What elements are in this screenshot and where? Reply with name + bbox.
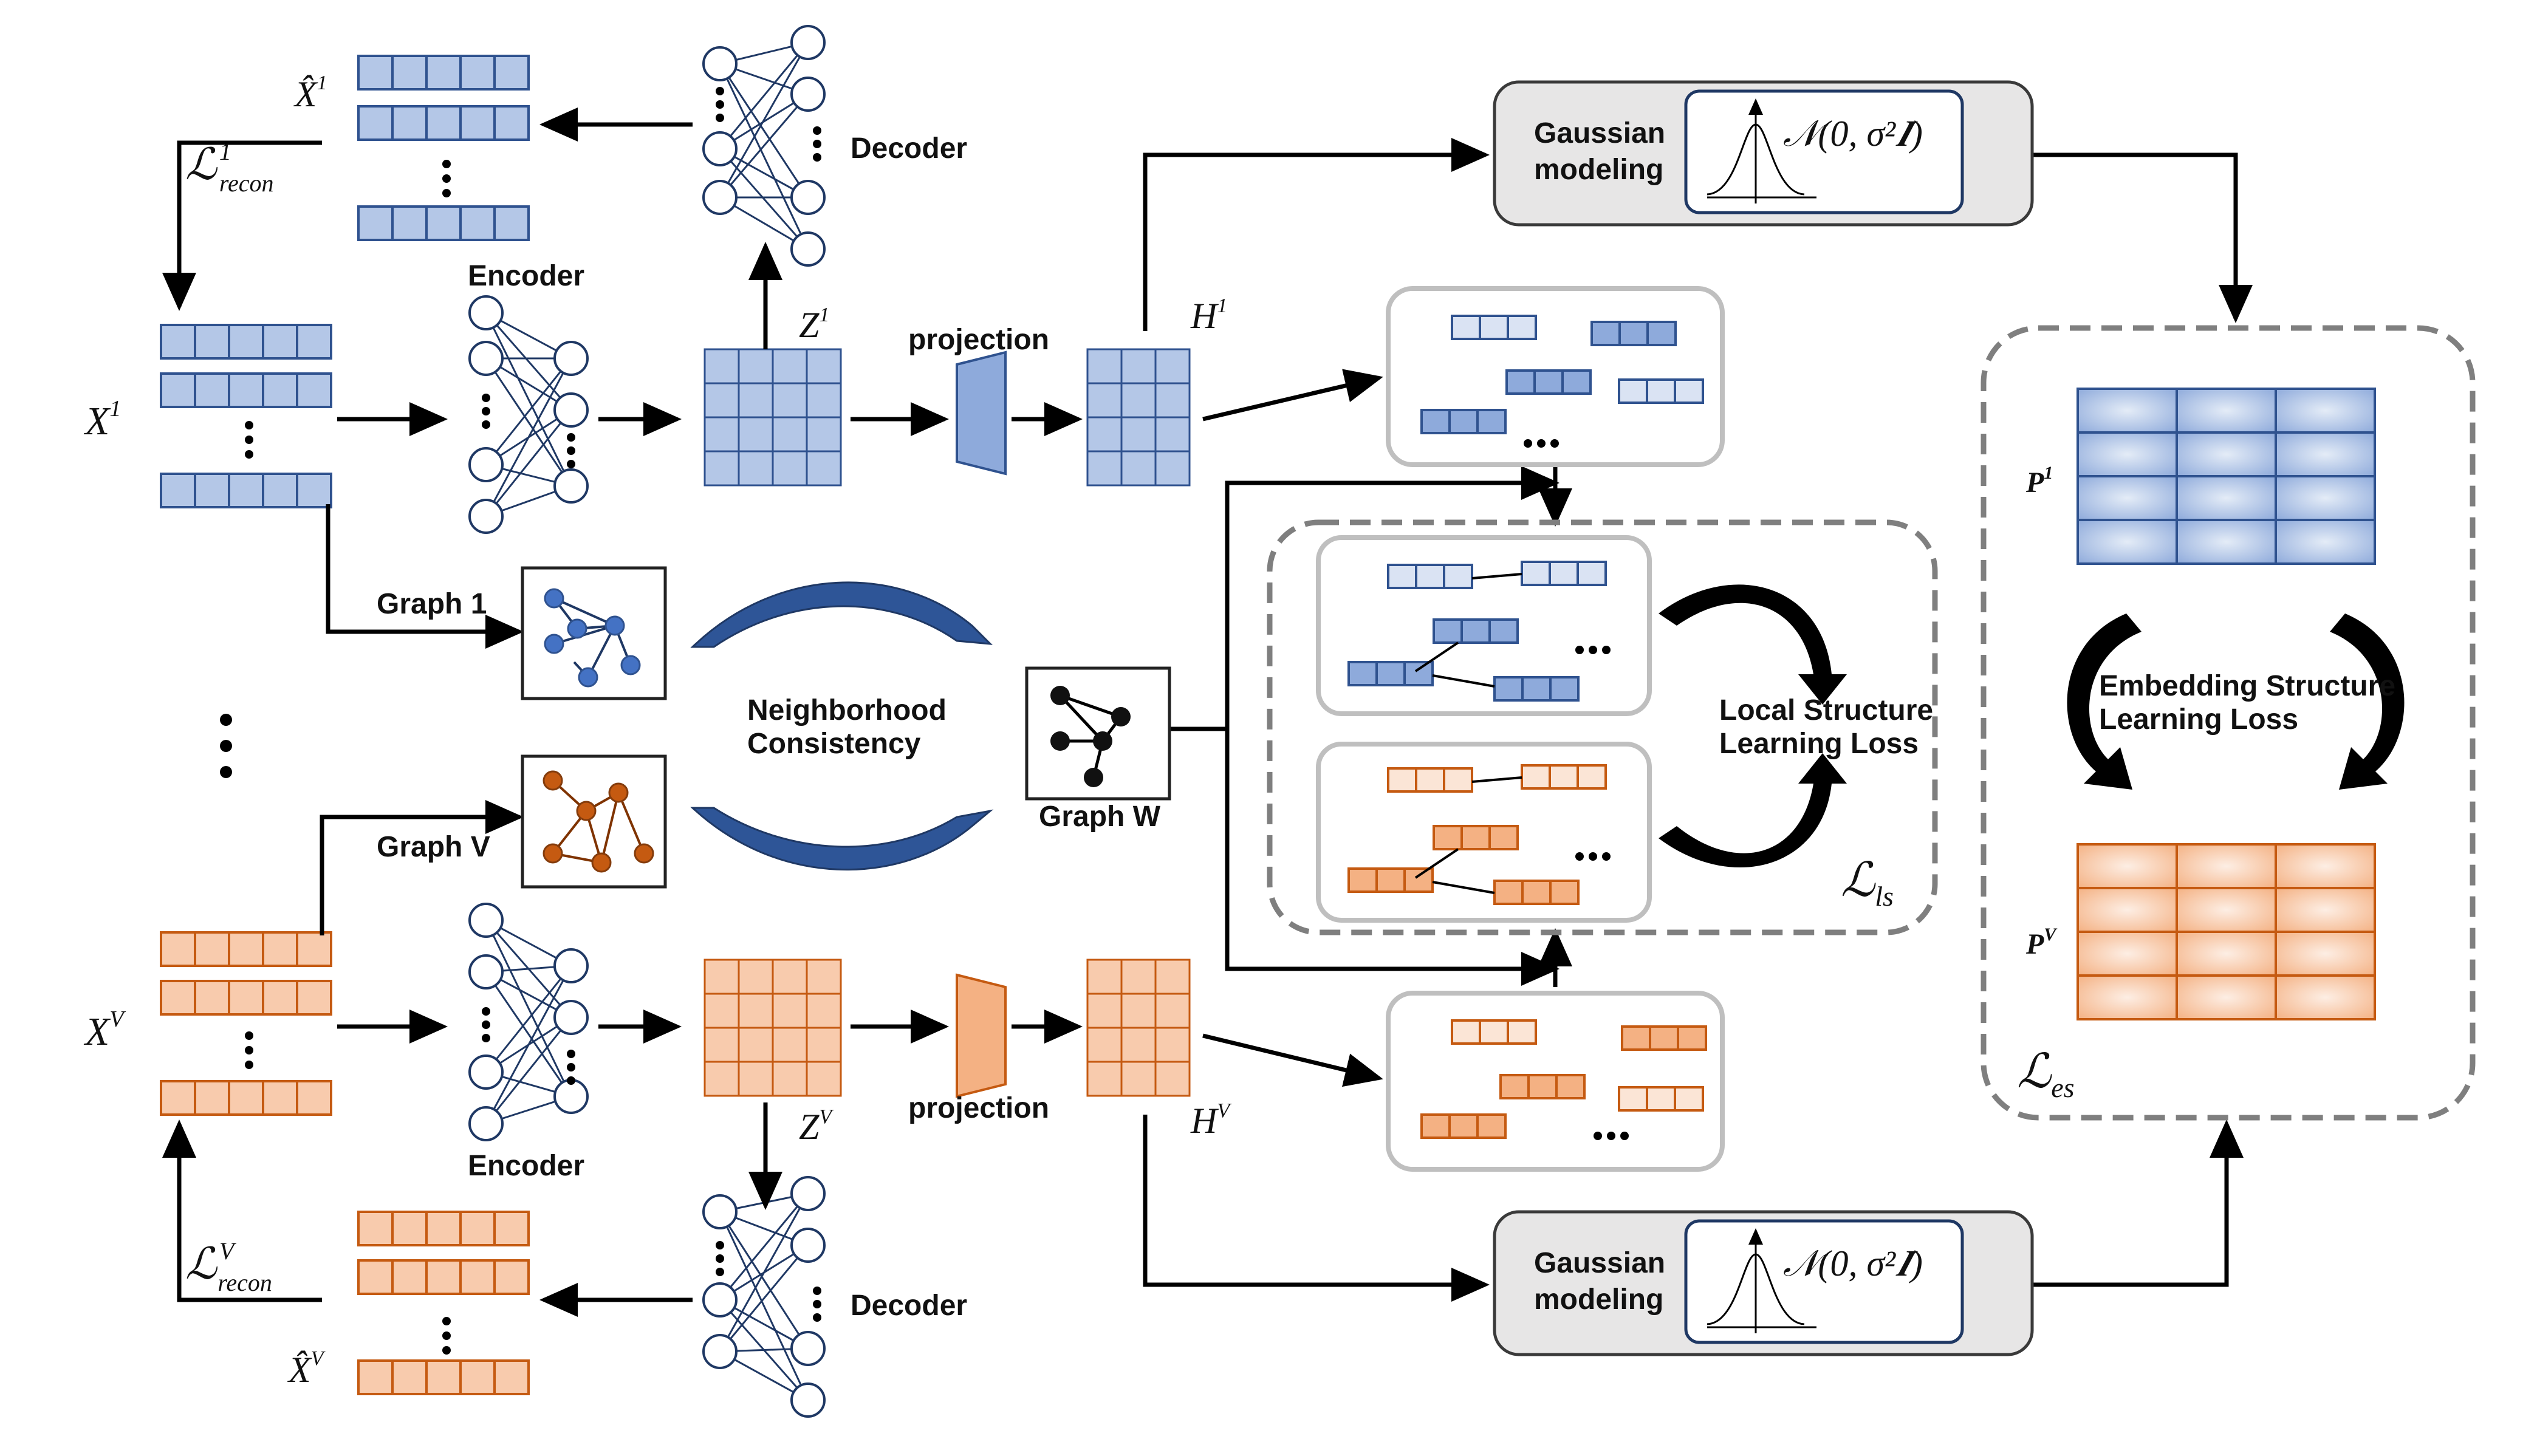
- z1-matrix: [704, 348, 842, 487]
- xhat1-vector: [357, 105, 530, 141]
- x1-label: X1: [83, 396, 121, 443]
- matrices: [704, 348, 1191, 1098]
- hv-matrix: [1086, 959, 1191, 1097]
- mini-vector: [1347, 867, 1434, 893]
- mini-embeddings: [1347, 315, 1707, 1139]
- mini-vector: [1521, 764, 1607, 790]
- encoder-label-v: Encoder: [468, 1150, 584, 1182]
- x1-vector: [160, 324, 332, 360]
- decoder-label-1: Decoder: [851, 132, 967, 165]
- mini-vector: [1387, 767, 1473, 793]
- gaussian-top-line1: Gaussian: [1534, 117, 1665, 149]
- mini-vector: [1618, 378, 1704, 404]
- zv-matrix: [704, 959, 842, 1097]
- h1-label: H1: [1190, 295, 1227, 336]
- xv-label: XV: [83, 1007, 126, 1054]
- mini-vector: [1590, 321, 1677, 346]
- local-loss-line1: Local Structure: [1719, 694, 1933, 726]
- encoder-label-1: Encoder: [468, 260, 584, 292]
- pv-label: PV: [2025, 925, 2058, 960]
- projection-layer-1: [956, 350, 1007, 476]
- decoder-network-1: [702, 25, 826, 267]
- mini-vector: [1621, 1025, 1707, 1051]
- mini-vector: [1493, 676, 1580, 702]
- x1-vector: [160, 473, 332, 508]
- neural-networks: [468, 25, 826, 1418]
- ellipsis-marks: [245, 87, 1629, 1355]
- p1-matrix: [2077, 388, 2376, 565]
- gaussian-box-top: Gaussian modeling 𝒩(0, σ²𝑰): [1493, 80, 2034, 227]
- encoder-network-v: [468, 903, 589, 1141]
- mini-vector: [1505, 369, 1592, 395]
- mini-vector: [1433, 618, 1519, 644]
- graph1-box: [521, 566, 667, 700]
- graphw-label: Graph W: [1039, 801, 1161, 833]
- zv-label: ZV: [799, 1106, 834, 1147]
- gaussian-bottom-line1: Gaussian: [1534, 1247, 1665, 1279]
- p-matrices: [2077, 388, 2376, 1020]
- gaussian-box-bottom: Gaussian modeling 𝒩(0, σ²𝑰): [1493, 1210, 2034, 1356]
- mini-vector: [1451, 1019, 1537, 1045]
- embedding-loss-symbol: ℒes: [2017, 1045, 2075, 1103]
- xhatv-vector: [357, 1359, 530, 1395]
- view-ellipsis: [220, 714, 232, 778]
- neighborhood-line1: Neighborhood: [747, 694, 947, 726]
- xhatv-vector: [357, 1211, 530, 1246]
- projection-layer-v: [956, 973, 1007, 1098]
- z1-label: Z1: [799, 304, 829, 345]
- mini-vector: [1420, 1113, 1507, 1139]
- xhatv-vector: [357, 1259, 530, 1295]
- xv-vector: [160, 931, 332, 967]
- graphv-box: [521, 754, 667, 889]
- xhat1-vector: [357, 55, 530, 91]
- projection-label-1: projection: [908, 324, 1049, 356]
- pv-matrix: [2077, 843, 2376, 1020]
- gaussian-bottom-line2: modeling: [1534, 1283, 1663, 1316]
- graphv-label: Graph V: [377, 831, 490, 863]
- x1-vector: [160, 372, 332, 408]
- projection-label-v: projection: [908, 1092, 1049, 1124]
- mini-vector: [1521, 561, 1607, 586]
- mini-vector: [1618, 1086, 1704, 1112]
- mini-vector: [1433, 825, 1519, 850]
- decoder-label-v: Decoder: [851, 1290, 967, 1322]
- graphw-box: Graph W: [1025, 666, 1171, 833]
- gaussian-top-line2: modeling: [1534, 154, 1663, 186]
- mini-vector: [1387, 564, 1473, 589]
- p1-label: P1: [2025, 463, 2053, 499]
- mini-vector: [1499, 1074, 1586, 1099]
- gaussian-top-formula: 𝒩(0, σ²𝑰): [1783, 114, 1923, 154]
- mini-vector: [1420, 409, 1507, 434]
- encoder-network-1: [468, 295, 589, 534]
- feature-vectors: [160, 55, 530, 1395]
- neighborhood-line2: Consistency: [747, 728, 921, 760]
- xhat1-vector: [357, 205, 530, 241]
- hv-label: HV: [1190, 1099, 1232, 1141]
- mini-vector: [1493, 880, 1580, 905]
- embedding-loss-line1: Embedding Structure: [2099, 670, 2395, 702]
- decoder-network-v: [702, 1176, 826, 1418]
- xhatv-label: X̂V: [287, 1347, 326, 1390]
- embedding-loss-line2: Learning Loss: [2099, 703, 2298, 736]
- xv-vector: [160, 980, 332, 1016]
- connectors: [162, 108, 2253, 1317]
- xhat1-label: X̂1: [293, 72, 327, 114]
- mini-vector: [1451, 315, 1537, 340]
- local-loss-line2: Learning Loss: [1719, 728, 1919, 760]
- xv-vector: [160, 1080, 332, 1116]
- gaussian-bottom-formula: 𝒩(0, σ²𝑰): [1783, 1243, 1923, 1283]
- local-loss-symbol: ℒls: [1841, 853, 1894, 912]
- h1-matrix: [1086, 348, 1191, 487]
- embedding-structure-region: Embedding Structure Learning Loss ℒes: [1981, 325, 2476, 1121]
- graph1-label: Graph 1: [377, 588, 487, 620]
- mini-vector: [1347, 661, 1434, 686]
- neighborhood-arrows: [690, 581, 994, 871]
